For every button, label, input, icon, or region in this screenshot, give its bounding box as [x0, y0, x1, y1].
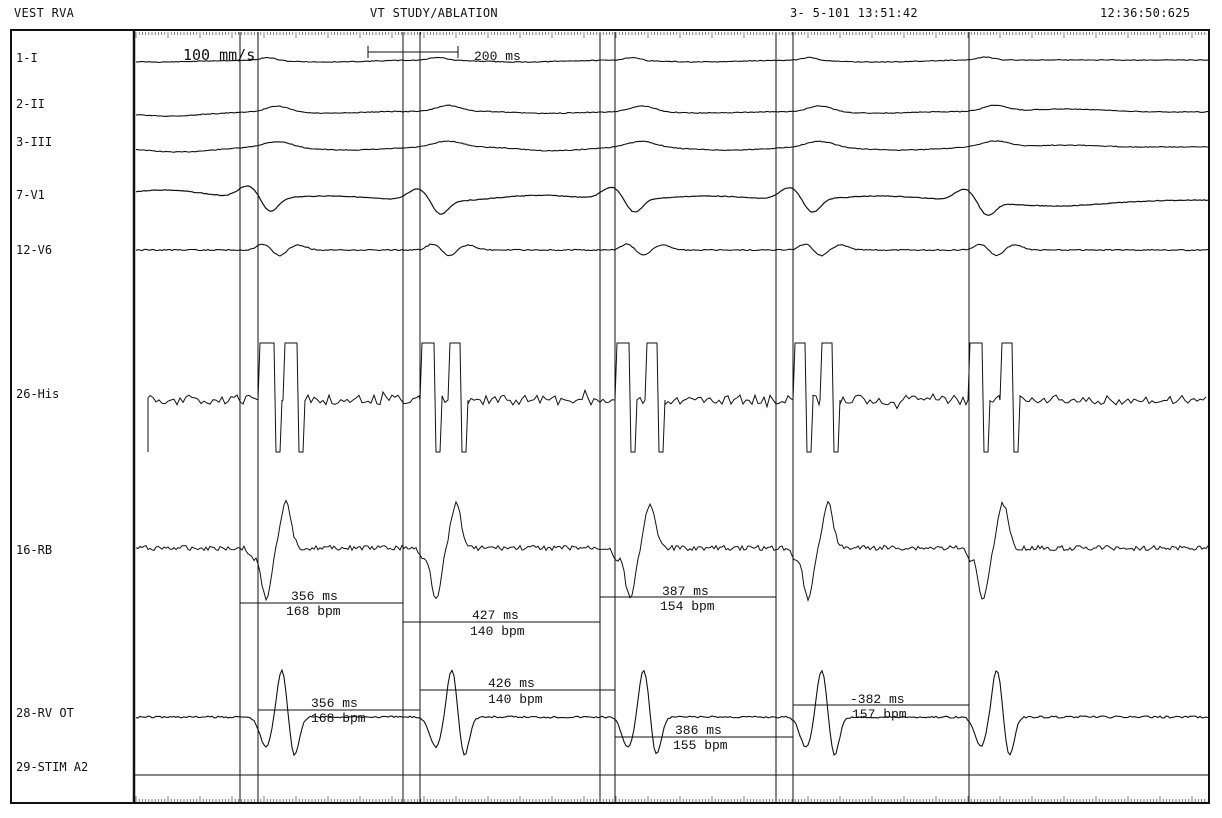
- trace-rv-ot: [135, 668, 1209, 757]
- channel-label-29-stim-a2: 29-STIM A2: [16, 760, 88, 774]
- clock-readout: 12:36:50:625: [1100, 6, 1191, 20]
- rb-interval-3-ms: 387 ms: [662, 584, 709, 599]
- rvot-interval-2-ms: 426 ms: [488, 676, 535, 691]
- channel-label-26-his: 26-His: [16, 387, 59, 401]
- header-left: VEST RVA: [14, 6, 75, 20]
- study-title: VT STUDY/ABLATION: [370, 6, 498, 20]
- rvot-interval-1-ms: 356 ms: [311, 696, 358, 711]
- channel-label-28-rv-ot: 28-RV OT: [16, 706, 74, 720]
- rvot-interval-1-bpm: 168 bpm: [311, 711, 366, 726]
- scale-bar: [367, 46, 459, 58]
- channel-label-12-v6: 12-V6: [16, 243, 52, 257]
- rb-interval-1-ms: 356 ms: [291, 589, 338, 604]
- cursor-lines: [239, 32, 970, 803]
- recording-frame: [10, 29, 1210, 804]
- date-time: 3- 5-101 13:51:42: [790, 6, 918, 20]
- trace-his: [147, 342, 1207, 453]
- trace-lead-iii: [135, 140, 1209, 153]
- ruler-ticks: [135, 32, 1206, 802]
- channel-label-7-v1: 7-V1: [16, 188, 45, 202]
- measurement-lines: [240, 596, 969, 738]
- channel-label-3-iii: 3-III: [16, 135, 52, 149]
- scale-bar-label: 200 ms: [474, 49, 521, 64]
- signal-traces: [135, 56, 1209, 757]
- rb-interval-2-ms: 427 ms: [472, 608, 519, 623]
- rb-interval-1-bpm: 168 bpm: [286, 604, 341, 619]
- rb-interval-3-bpm: 154 bpm: [660, 599, 715, 614]
- trace-lead-i: [135, 56, 1209, 63]
- trace-lead-v1: [135, 185, 1209, 216]
- rvot-interval-3-ms: 386 ms: [675, 723, 722, 738]
- rvot-interval-4-ms: -382 ms: [850, 692, 905, 707]
- time-ruler: [135, 32, 1206, 802]
- channel-label-16-rb: 16-RB: [16, 543, 52, 557]
- rb-interval-2-bpm: 140 bpm: [470, 624, 525, 639]
- trace-rb: [135, 499, 1209, 602]
- rvot-interval-3-bpm: 155 bpm: [673, 738, 728, 753]
- rvot-interval-2-bpm: 140 bpm: [488, 692, 543, 707]
- channel-label-2-ii: 2-II: [16, 97, 45, 111]
- trace-lead-v6: [135, 243, 1209, 257]
- rvot-interval-4-bpm: 157 bpm: [852, 707, 907, 722]
- paper-speed: 100 mm/s: [183, 46, 255, 64]
- channel-label-1-i: 1-I: [16, 51, 38, 65]
- trace-lead-ii: [135, 104, 1209, 117]
